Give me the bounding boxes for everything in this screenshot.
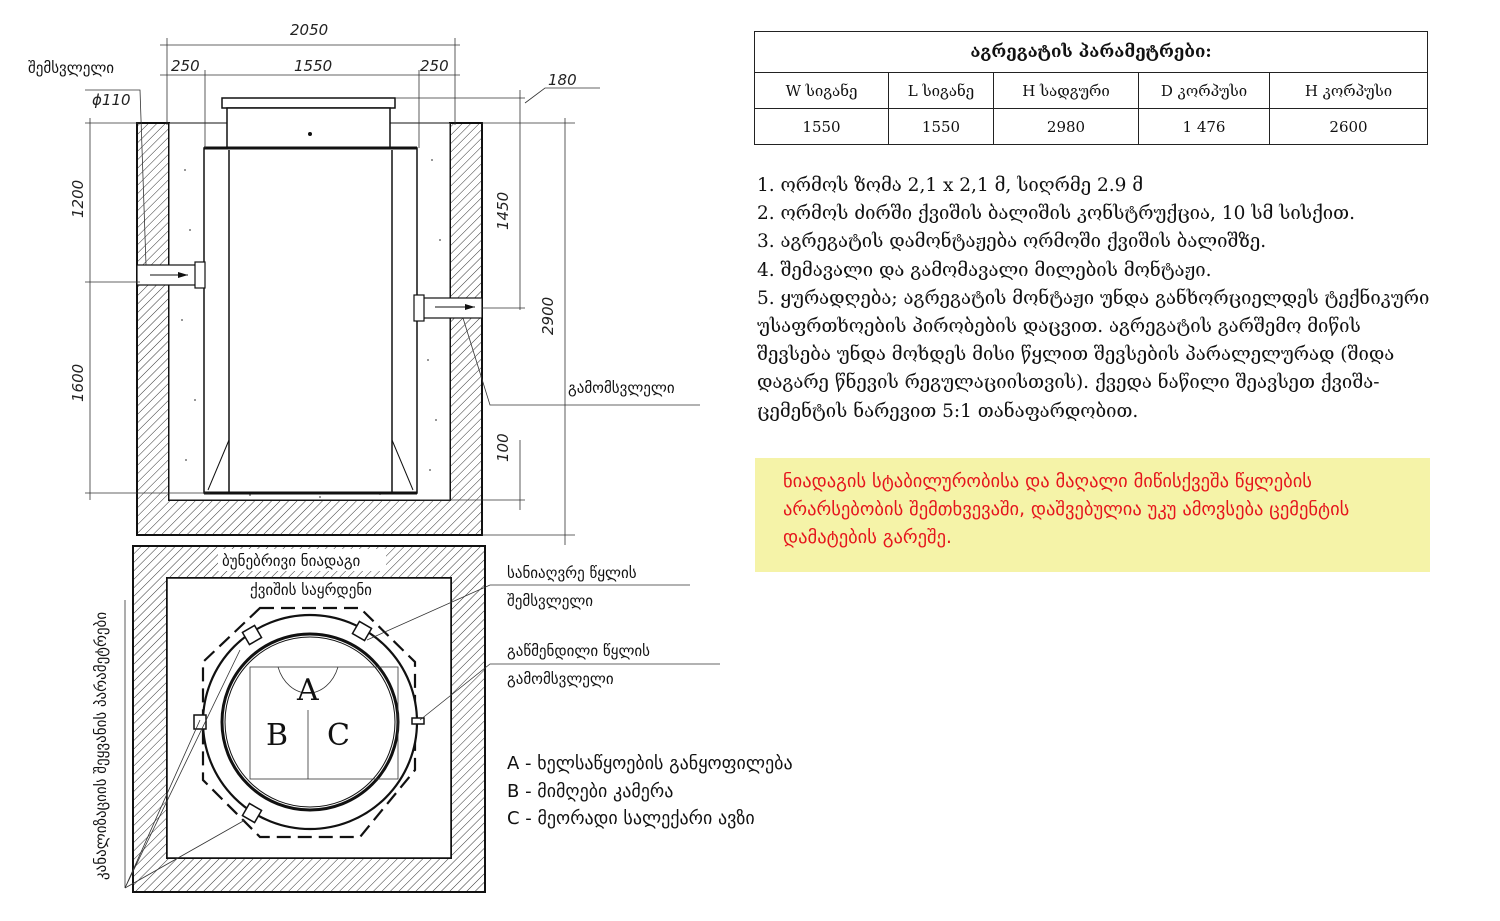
table-title: აგრეგატის პარამეტრები:: [754, 31, 1428, 73]
outlet-pipe: [413, 294, 483, 322]
table-header: H სადგური: [993, 72, 1139, 109]
dim-sand-bed: 100: [494, 433, 512, 462]
parameters-table: აგრეგატის პარამეტრები: W სიგანე L სიგანე…: [754, 31, 1428, 145]
sewer-inlet-label: კანალიზაციის შეყვანის პარამეტრები: [92, 612, 110, 880]
note-item: 5. ყურადღება; აგრეგატის მონტაჟი უნდა გან…: [757, 287, 1430, 422]
table-header: D კორპუსი: [1138, 72, 1270, 109]
treated-outlet-line2: გამომსვლელი: [507, 670, 614, 688]
installation-notes: 1. ორმოს ზომა 2,1 x 2,1 მ, სიღრმე 2.9 მ …: [757, 172, 1437, 426]
zone-b-label: B: [266, 718, 288, 753]
zone-a-label: A: [296, 673, 319, 708]
warning-box: ნიადაგის სტაბილურობისა და მაღალი მიწისქვ…: [755, 458, 1430, 572]
legend-item: C - მეორადი სალექარი ავზი: [507, 808, 755, 829]
outlet-label: გამომსვლელი: [568, 379, 675, 397]
note-item: 1. ორმოს ზომა 2,1 x 2,1 მ, სიღრმე 2.9 მ: [757, 175, 1144, 196]
table-header: W სიგანე: [754, 72, 889, 109]
tank-body: [203, 147, 418, 494]
excavation-outline: [201, 606, 417, 839]
table-header: L სიგანე: [888, 72, 994, 109]
dim-top-offset: 180: [548, 71, 577, 89]
sand-label: ქვიშის საყრდენი: [250, 581, 372, 599]
table-cell: 1550: [754, 108, 889, 145]
table-cell: 1 476: [1138, 108, 1270, 145]
inlet-label: შემსვლელი: [28, 59, 114, 77]
zone-legend: A - ხელსაწყოების განყოფილება B - მიმღები…: [507, 750, 793, 833]
plan-view: ბუნებრივი ნიადაგი ქვიშის საყრდენი A B C …: [92, 545, 720, 893]
dim-outlet-depth: 1450: [494, 192, 512, 230]
dim-inlet-diameter: ϕ110: [92, 91, 131, 109]
legend-item: A - ხელსაწყოების განყოფილება: [507, 753, 793, 774]
dim-right-margin: 250: [420, 57, 449, 75]
dim-total-depth: 2900: [539, 297, 557, 335]
legend-item: B - მიმღები კამერა: [507, 780, 674, 802]
inlet-pipe: [136, 261, 206, 289]
soil-label: ბუნებრივი ნიადაგი: [222, 552, 361, 570]
tank-neck: [226, 107, 391, 149]
table-header: H კორპუსი: [1269, 72, 1428, 109]
table-cell: 1550: [888, 108, 994, 145]
section-view: 2050 250 1550 250 180 ϕ110 შემსვლელი გამ…: [28, 21, 700, 545]
table-cell: 2600: [1269, 108, 1428, 145]
dim-unit-width: 1550: [294, 57, 332, 75]
stormwater-inlet-line1: სანიაღვრე წყლის: [507, 564, 637, 582]
zone-c-label: C: [327, 718, 350, 753]
tank-cap: [221, 97, 396, 109]
table-cell: 2980: [993, 108, 1139, 145]
dim-lower-depth: 1600: [69, 364, 87, 402]
warning-text: ნიადაგის სტაბილურობისა და მაღალი მიწისქვ…: [783, 471, 1350, 548]
stormwater-inlet-line2: შემსვლელი: [507, 592, 593, 610]
dim-total-width: 2050: [290, 21, 328, 39]
treated-outlet-line1: გაწმენდილი წყლის: [507, 642, 650, 660]
note-item: 2. ორმოს ძირში ქვიშის ბალიშის კონსტრუქცი…: [757, 203, 1355, 225]
dim-inlet-depth: 1200: [69, 180, 87, 218]
note-item: 3. აგრეგატის დამონტაჟება ორმოში ქვიშის ბ…: [757, 231, 1267, 253]
dim-left-margin: 250: [171, 57, 200, 75]
note-item: 4. შემავალი და გამომავალი მილების მონტაჟ…: [757, 259, 1212, 281]
